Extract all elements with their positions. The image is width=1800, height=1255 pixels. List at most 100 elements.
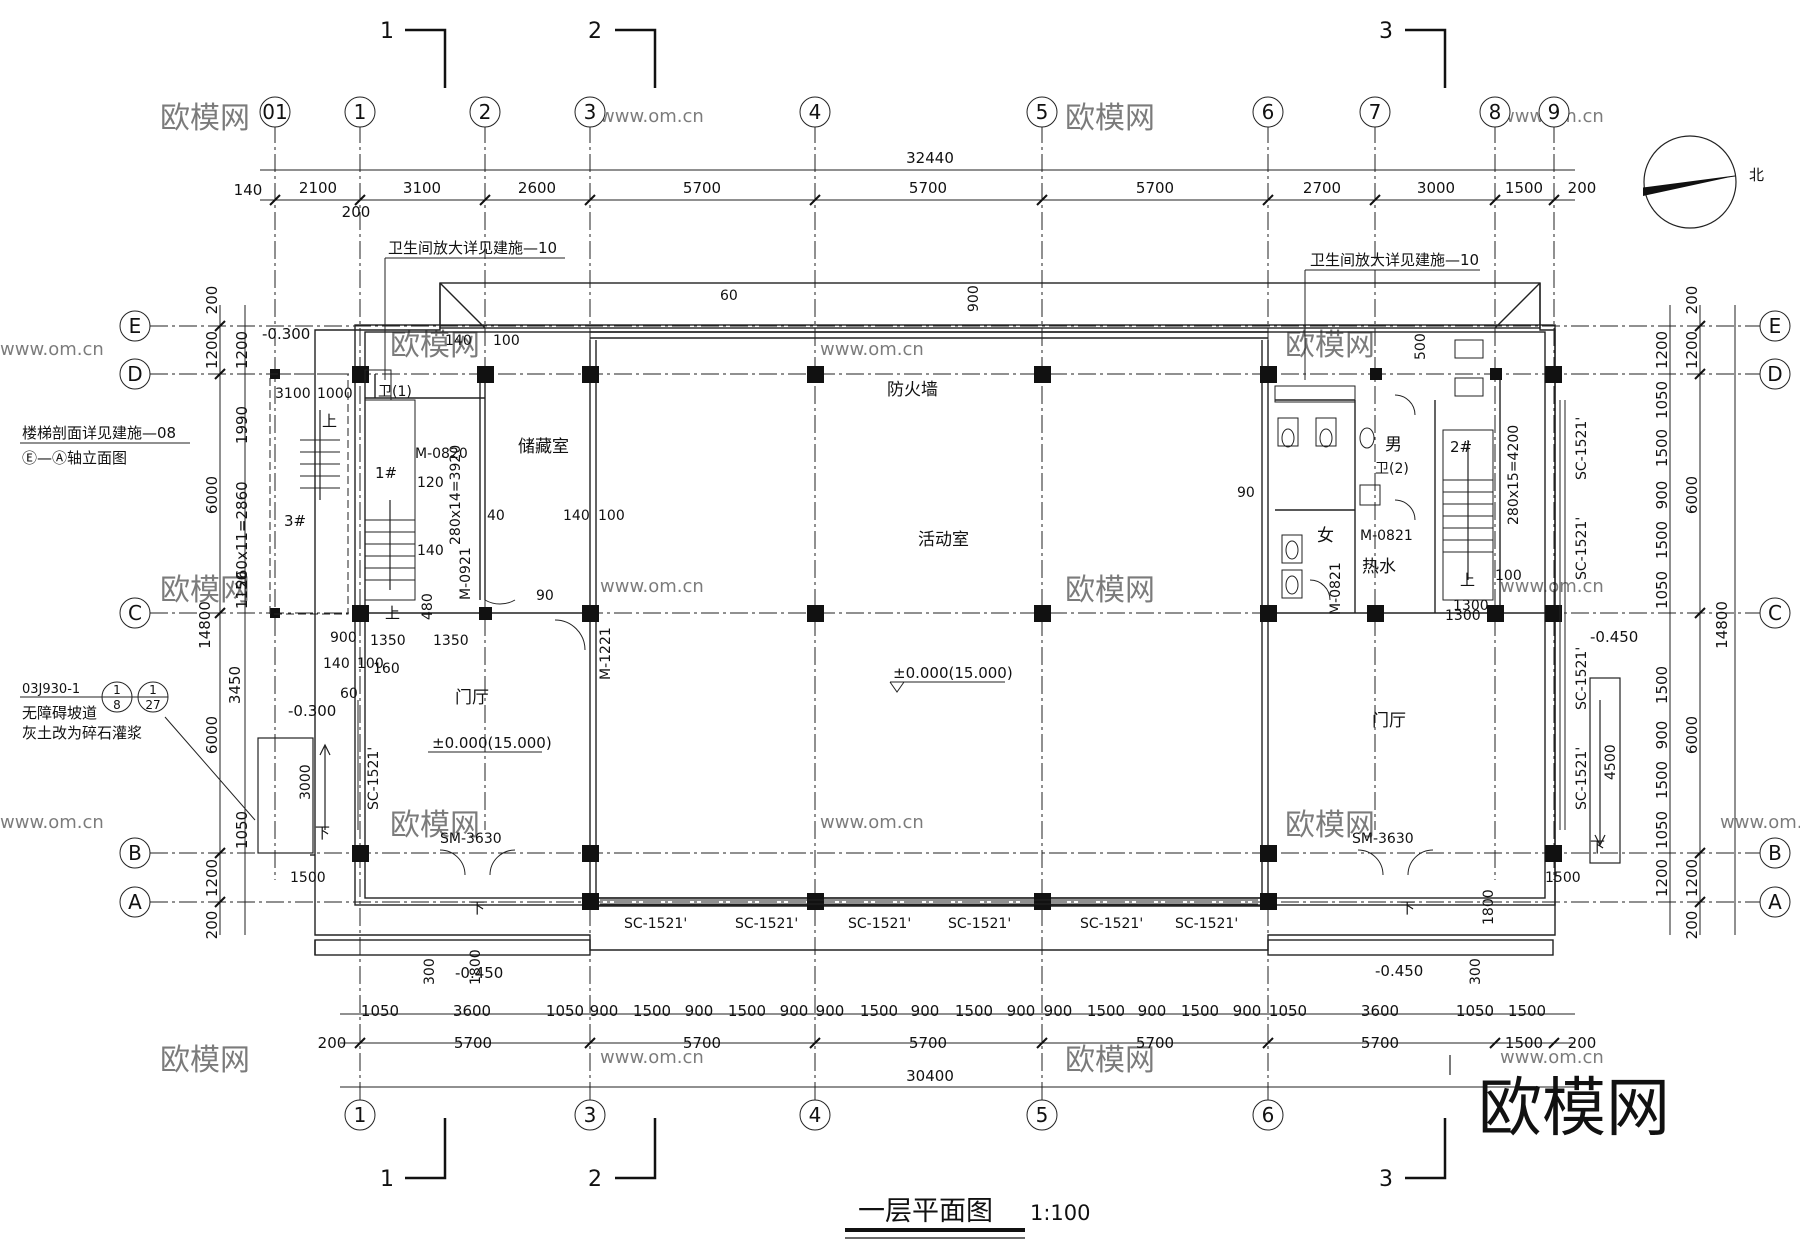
watermark-text: 欧模网	[160, 1043, 250, 1078]
dim-label: 200	[203, 911, 221, 940]
dim-label: 1200	[1653, 331, 1671, 369]
dim-label: 100	[493, 333, 520, 349]
axis-bubble: 6	[1252, 96, 1284, 128]
stair-up-label: 上	[1460, 571, 1475, 589]
axis-label: C	[1768, 601, 1782, 625]
door-code: M-0821	[1328, 562, 1344, 615]
dim-label: 1500	[1653, 761, 1671, 799]
dim-label: 300	[422, 958, 438, 985]
watermark-logo: 欧模网	[1478, 1072, 1670, 1146]
annotations: 卫生间放大详见建施—10 卫生间放大详见建施—10 楼梯剖面详见建施—08 Ⓔ—…	[20, 239, 1480, 821]
dim-label: 5700	[683, 179, 721, 197]
annotation-ramp-code: 03J930-1	[22, 682, 80, 697]
stair-2-label: 2#	[1450, 438, 1472, 456]
watermark-url: www.om.cn	[1500, 576, 1604, 597]
ramp-down-label: 下	[1590, 838, 1605, 856]
annotation-ramp: 灰土改为碎石灌浆	[22, 724, 142, 742]
axis-bubble: B	[119, 837, 151, 869]
axis-bubble: D	[119, 358, 151, 390]
section-labels: 1 2 3 1 2 3	[380, 19, 1393, 1192]
dim-label: 1050	[1653, 381, 1671, 419]
axis-label: 4	[809, 1103, 822, 1127]
window-code: SC-1521'	[1574, 517, 1590, 580]
dim-label: 900	[1044, 1002, 1073, 1020]
level-label: -0.450	[1375, 962, 1423, 980]
axis-bubble: E	[1759, 310, 1791, 342]
dim-label: 120	[417, 475, 444, 491]
dim-label: 900	[966, 285, 982, 312]
dim-label: 200	[1568, 179, 1597, 197]
dim-label: 3000	[1417, 179, 1455, 197]
axis-bubble: 01	[259, 96, 291, 128]
ramp-down-label: 下	[470, 899, 485, 917]
dim-label: 1050	[233, 811, 251, 849]
accessible-ramp	[257, 677, 1621, 1075]
dim-label: 3100	[403, 179, 441, 197]
dim-label: 1500	[1653, 521, 1671, 559]
dim-label: 32440	[906, 149, 954, 167]
room-hotwater: 热水	[1362, 557, 1396, 577]
firewall-label: 防火墙	[887, 380, 938, 400]
axis-bubble: D	[1759, 358, 1791, 390]
dim-label: 1300	[1453, 598, 1489, 614]
dim-label: 900	[685, 1002, 714, 1020]
axis-label: A	[1768, 890, 1782, 914]
dim-label: 5700	[454, 1034, 492, 1052]
axis-label: 3	[584, 100, 597, 124]
door-code: M-0821	[1360, 528, 1413, 544]
dim-label: 1200	[203, 331, 221, 369]
dim-label: 900	[1233, 1002, 1262, 1020]
axis-bubble: 5	[1026, 96, 1058, 128]
dim-label: 1200	[1683, 331, 1701, 369]
watermark-url: www.om.cn	[1720, 812, 1800, 833]
dim-label: 5700	[683, 1034, 721, 1052]
dim-label: 1500	[1545, 870, 1581, 886]
axis-label: 4	[809, 100, 822, 124]
axis-bubble: A	[1759, 886, 1791, 918]
dim-label: 1350	[433, 633, 469, 649]
stair-dim: 280x14=3920	[448, 445, 464, 545]
dimension-texts: 32440 140 2100 3100 2600 5700 5700 5700 …	[196, 149, 1731, 1085]
dim-label: 3600	[1361, 1002, 1399, 1020]
window-code: SC-1521'	[848, 916, 911, 932]
axis-bubble: 1	[344, 96, 376, 128]
axis-label: 5	[1036, 100, 1049, 124]
axis-label: 3	[584, 1103, 597, 1127]
axis-label: 6	[1262, 1103, 1275, 1127]
dim-label: 300	[1468, 958, 1484, 985]
room-wc2: 卫(2)	[1375, 461, 1409, 477]
watermark-url: www.om.cn	[0, 339, 104, 360]
dim-label: 3000	[298, 764, 314, 800]
dim-label: 1500	[633, 1002, 671, 1020]
watermark-text: 欧模网	[160, 101, 250, 136]
dim-label: 500	[1413, 333, 1429, 360]
watermark-url: www.om.cn	[0, 812, 104, 833]
stair-dim: 3100	[275, 386, 311, 402]
dim-label: 1500	[1653, 429, 1671, 467]
dim-label: 200	[1683, 911, 1701, 940]
axis-bubble: C	[1759, 597, 1791, 629]
stair-1-label: 1#	[375, 464, 397, 482]
dim-label: 200	[342, 203, 371, 221]
watermark-text: 欧模网	[390, 328, 480, 363]
dim-label: 40	[487, 508, 505, 524]
axis-label: A	[128, 890, 142, 914]
dim-label: 1050	[1653, 811, 1671, 849]
stair-up-label: 上	[385, 604, 400, 622]
detail-index-top: 1	[113, 683, 121, 697]
axis-label: 7	[1369, 100, 1382, 124]
axis-bubble: 6	[1252, 1099, 1284, 1131]
dim-label: 100	[357, 656, 384, 672]
stair-up-label: 上	[322, 412, 337, 430]
room-lobby-right: 门厅	[1372, 711, 1406, 731]
windows	[357, 400, 1566, 905]
axis-bubble: 4	[799, 1099, 831, 1131]
dim-label: 900	[911, 1002, 940, 1020]
stair-dim: 280x15=4200	[1506, 425, 1522, 525]
dim-label: 90	[536, 588, 554, 604]
dim-label: 1050	[1653, 571, 1671, 609]
level-marks: ±0.000(15.000) ±0.000(15.000) -0.300 -0.…	[262, 325, 1638, 982]
dim-label: 14800	[196, 601, 214, 649]
north-label: 北	[1749, 166, 1764, 184]
dim-label: 900	[1653, 481, 1671, 510]
